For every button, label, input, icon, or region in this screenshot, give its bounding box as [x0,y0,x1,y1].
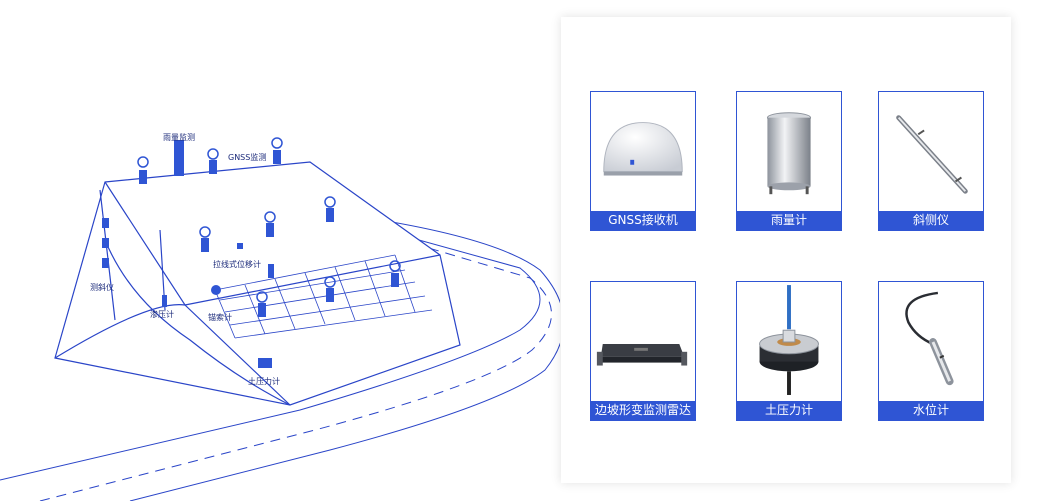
card-label: 雨量计 [737,211,841,230]
road [0,219,560,501]
label-wire-displacement: 拉线式位移计 [213,259,261,269]
label-anchor: 锚索计 [208,312,232,322]
gnss-receiver-icon [603,122,683,176]
slope-body [54,161,461,406]
slope-grid [214,254,433,339]
card-water-level[interactable]: 水位计 [878,281,984,421]
card-label: GNSS接收机 [591,211,695,230]
radar-unit-icon [596,343,688,366]
label-inclinometer: 测斜仪 [90,282,114,292]
card-gnss-receiver[interactable]: GNSS接收机 [590,91,696,231]
label-gnss: GNSS监测 [228,152,266,162]
earth-pressure-cell-icon [759,285,819,395]
card-earth-pressure-cell[interactable]: 土压力计 [736,281,842,421]
inclinometer-probe-icon [896,115,968,194]
sensor-markers [102,137,401,368]
rain-gauge-icon [766,112,812,195]
label-piezometer: 渗压计 [150,309,174,319]
card-label: 边坡形变监测雷达 [591,401,695,420]
device-panel: GNSS接收机 雨量计 斜侧仪 边坡形变监测雷达 [561,17,1011,483]
card-inclinometer[interactable]: 斜侧仪 [878,91,984,231]
card-label: 斜侧仪 [879,211,983,230]
label-rain: 雨量监测 [163,132,195,142]
water-level-probe-icon [905,291,954,386]
label-earth-pressure: 土压力计 [248,376,280,386]
card-radar[interactable]: 边坡形变监测雷达 [590,281,696,421]
slope-monitoring-diagram: 雨量监测 GNSS监测 测斜仪 拉线式位移计 渗压计 锚索计 土压力计 [0,132,560,501]
card-label: 土压力计 [737,401,841,420]
card-rain-gauge[interactable]: 雨量计 [736,91,842,231]
card-label: 水位计 [879,401,983,420]
